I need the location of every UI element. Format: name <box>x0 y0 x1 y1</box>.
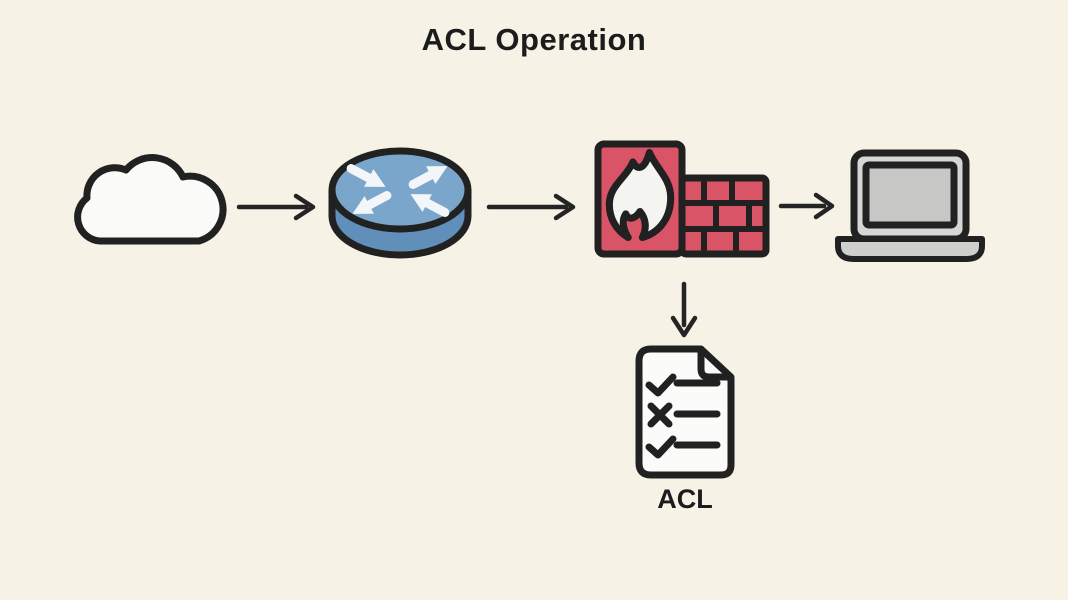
check-mark-row-1 <box>645 373 721 397</box>
router-node <box>325 146 475 262</box>
flame-icon <box>605 148 675 242</box>
laptop-node <box>830 147 990 262</box>
diagram-title: ACL Operation <box>421 22 647 57</box>
cloud-node <box>62 144 232 252</box>
acl-document-label: ACL <box>657 484 713 514</box>
acl-document-node <box>625 343 745 483</box>
edge-cloud-to-router <box>236 189 326 225</box>
laptop-icon <box>835 149 985 262</box>
firewall-node <box>592 139 774 261</box>
arrow-right-icon <box>236 193 316 221</box>
arrow-down-icon <box>670 281 698 338</box>
brick-wall <box>678 174 770 258</box>
edge-firewall-to-acl-document <box>666 281 702 343</box>
check-mark-row-3 <box>645 435 721 459</box>
edge-router-to-firewall <box>486 189 586 225</box>
router-icon <box>328 147 472 259</box>
edge-firewall-to-laptop <box>778 188 842 224</box>
cloud-icon <box>74 154 227 245</box>
firewall-icon <box>594 140 770 258</box>
arrow-right-icon <box>778 192 835 220</box>
folded-corner <box>697 347 732 381</box>
checklist-document-icon <box>635 345 735 479</box>
arrow-right-icon <box>486 193 576 221</box>
cross-mark-row-2 <box>647 402 721 428</box>
routing-arrows <box>346 164 450 217</box>
